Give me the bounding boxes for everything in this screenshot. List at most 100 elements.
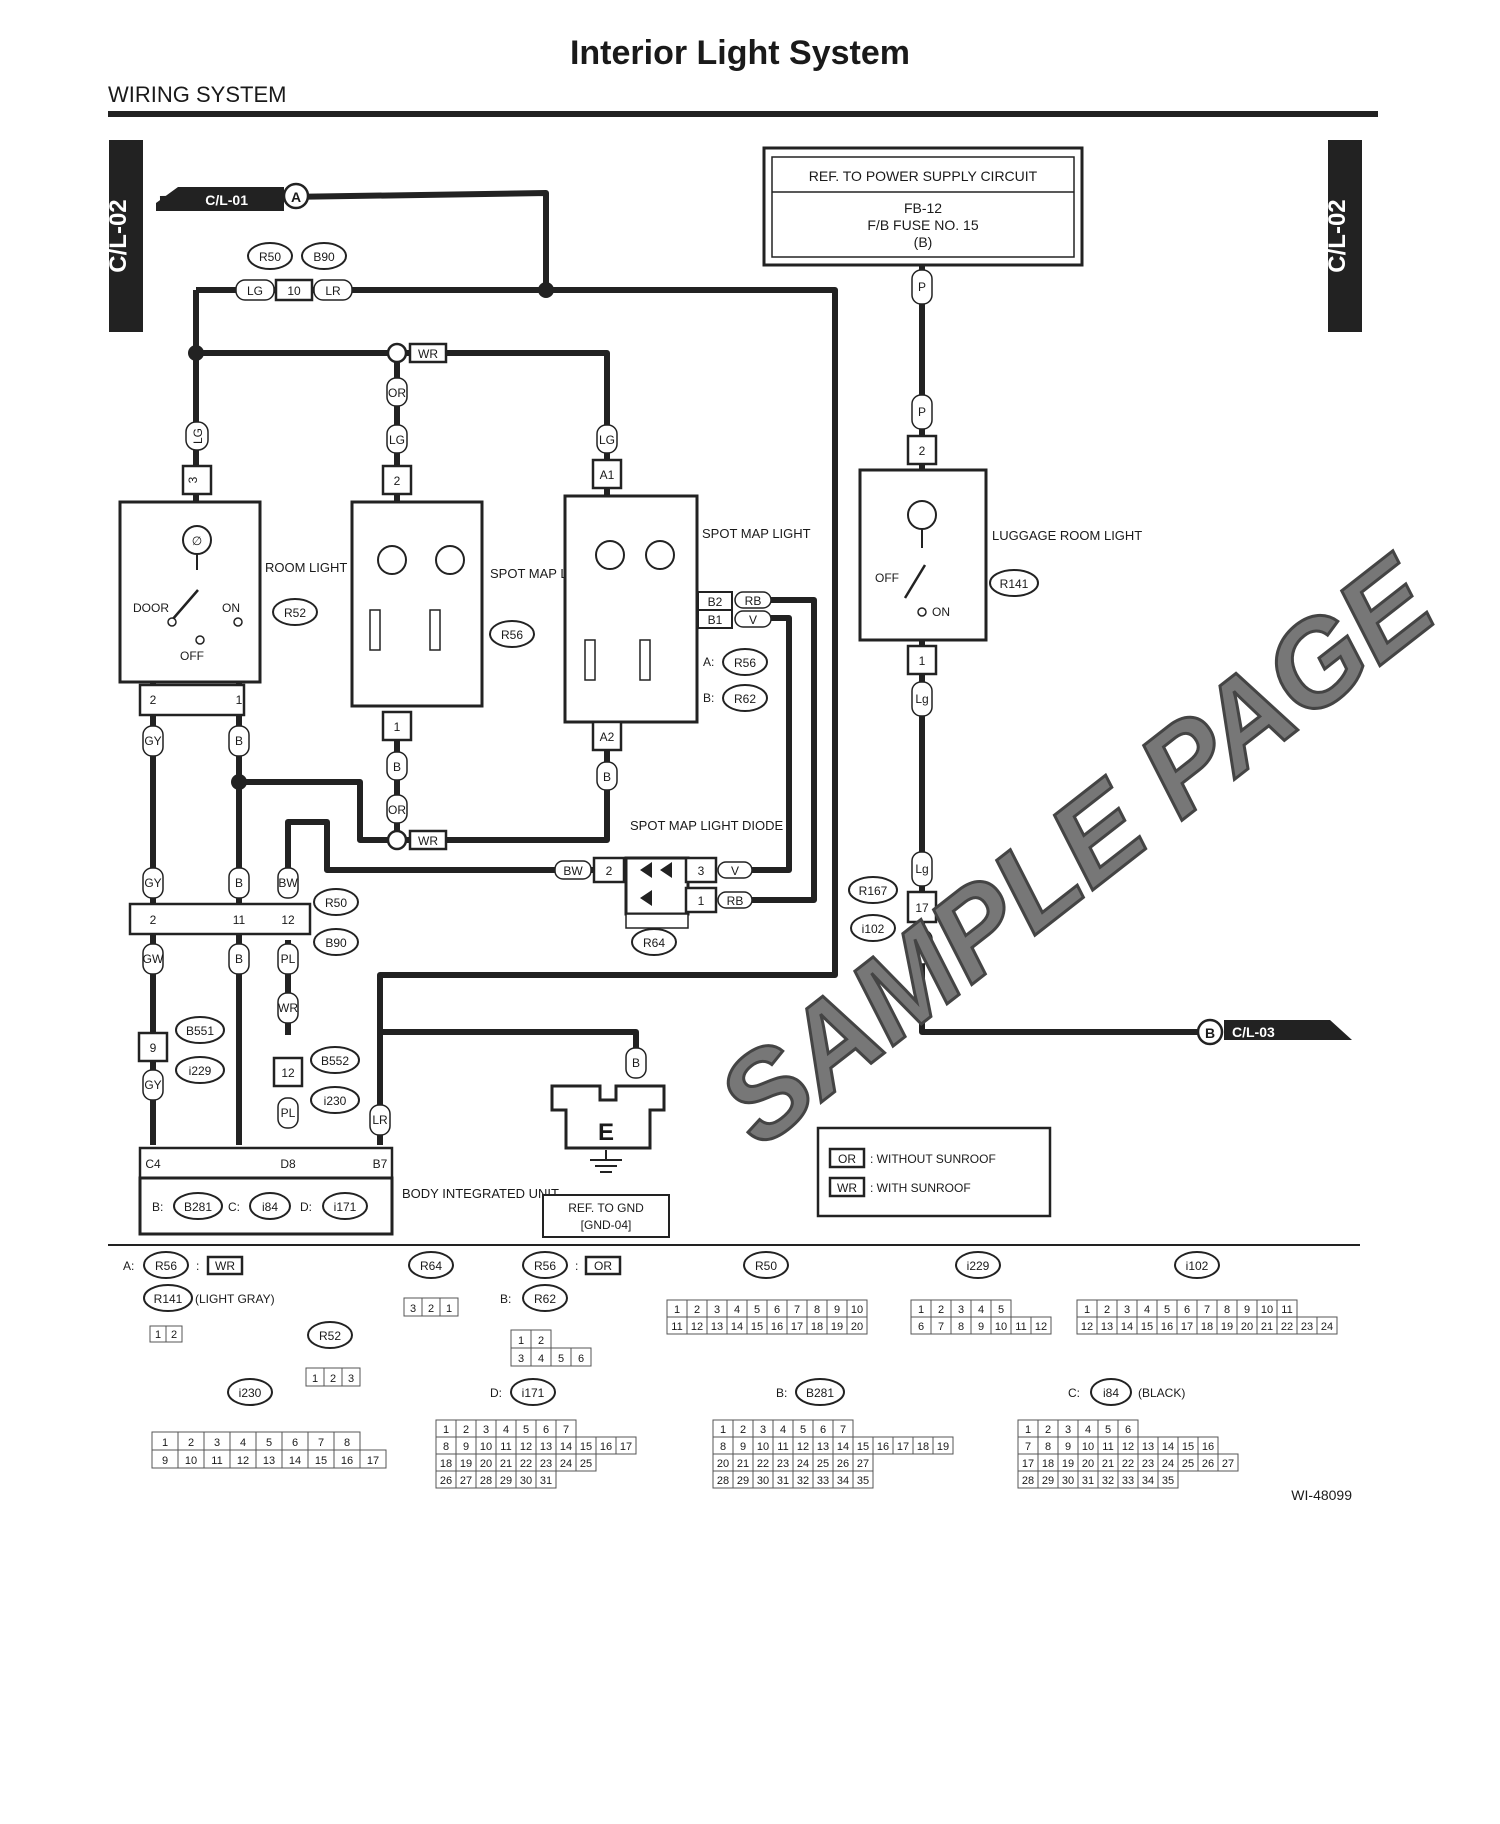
- svg-text:1: 1: [919, 654, 926, 668]
- pin-number: 28: [717, 1475, 729, 1487]
- pin-number: 5: [998, 1304, 1004, 1316]
- svg-text:B: B: [235, 734, 243, 748]
- pin-number: 13: [711, 1321, 723, 1333]
- pin-number: 12: [1035, 1321, 1047, 1333]
- pin-number: 12: [691, 1321, 703, 1333]
- pin-number: 1: [446, 1303, 452, 1315]
- svg-text:RB: RB: [727, 894, 744, 908]
- pin-cell: [846, 1316, 868, 1335]
- pin-number: 3: [958, 1304, 964, 1316]
- pin-number: 33: [1122, 1475, 1134, 1487]
- room-wire-tags: GY B: [142, 725, 250, 757]
- ref-cl01[interactable]: C/L-01 A: [156, 182, 310, 211]
- pin-number: 4: [1144, 1304, 1150, 1316]
- pin-number: 16: [600, 1441, 612, 1453]
- pin-number: 25: [1182, 1458, 1194, 1470]
- pin-number: 10: [995, 1321, 1007, 1333]
- svg-text:OR: OR: [594, 1259, 612, 1273]
- svg-text:LUGGAGE ROOM LIGHT: LUGGAGE ROOM LIGHT: [992, 528, 1142, 543]
- pin-number: 6: [774, 1304, 780, 1316]
- svg-text:A:: A:: [703, 655, 714, 669]
- pin-number: 27: [460, 1475, 472, 1487]
- svg-text:B1: B1: [708, 613, 723, 627]
- svg-text:C:: C:: [1068, 1386, 1080, 1400]
- svg-text:R62: R62: [734, 692, 756, 706]
- svg-text:B:: B:: [500, 1292, 511, 1306]
- svg-text:B: B: [603, 770, 611, 784]
- svg-text:(B): (B): [914, 234, 933, 250]
- svg-text:B: B: [235, 952, 243, 966]
- ref-cl03[interactable]: B C/L-03: [1196, 1018, 1352, 1046]
- svg-text::: :: [575, 1259, 578, 1273]
- svg-text:B: B: [393, 760, 401, 774]
- pin-number: 4: [780, 1424, 786, 1436]
- pin-number: 15: [751, 1321, 763, 1333]
- pin-number: 1: [155, 1329, 161, 1341]
- svg-text:R50: R50: [259, 250, 281, 264]
- pin-number: 20: [1082, 1458, 1094, 1470]
- pin-number: 1: [1084, 1304, 1090, 1316]
- pin-number: 15: [315, 1455, 327, 1467]
- pin-number: 17: [791, 1321, 803, 1333]
- pin-cell: [1316, 1316, 1338, 1335]
- pin-number: 10: [757, 1441, 769, 1453]
- pin-number: 2: [171, 1329, 177, 1341]
- pin-cell: [359, 1449, 387, 1469]
- svg-text:A2: A2: [600, 730, 615, 744]
- svg-text:2: 2: [394, 474, 401, 488]
- page-title: Interior Light System: [570, 34, 910, 72]
- watermark: SAMPLE PAGE: [694, 530, 1461, 1170]
- pin-number: 9: [740, 1441, 746, 1453]
- pin-number: 35: [1162, 1475, 1174, 1487]
- pin-number: 9: [978, 1321, 984, 1333]
- side-tab-right: C/L-02: [1324, 140, 1362, 332]
- pin-number: 19: [1221, 1321, 1233, 1333]
- svg-text:BW: BW: [278, 876, 298, 890]
- svg-text:OR: OR: [388, 386, 406, 400]
- svg-text:∅: ∅: [192, 534, 202, 548]
- pin-number: 4: [1085, 1424, 1091, 1436]
- pin-number: 2: [1045, 1424, 1051, 1436]
- pin-number: 1: [162, 1437, 168, 1449]
- pin-number: 5: [1164, 1304, 1170, 1316]
- pin-number: 8: [720, 1441, 726, 1453]
- svg-text:9: 9: [150, 1041, 157, 1055]
- svg-text:12: 12: [281, 913, 295, 927]
- svg-text:R56: R56: [501, 628, 523, 642]
- svg-text:REF. TO POWER SUPPLY CIRCUIT: REF. TO POWER SUPPLY CIRCUIT: [809, 168, 1038, 184]
- pin-number: 25: [580, 1458, 592, 1470]
- pin-number: 20: [1241, 1321, 1253, 1333]
- pin-cell: [439, 1297, 459, 1317]
- pin-number: 9: [1244, 1304, 1250, 1316]
- svg-text:R56: R56: [534, 1259, 556, 1273]
- svg-text:GY: GY: [144, 734, 161, 748]
- svg-text:R52: R52: [319, 1329, 341, 1343]
- lr-tag: LR: [369, 1104, 391, 1136]
- pin-number: 19: [937, 1441, 949, 1453]
- pin-number: 28: [480, 1475, 492, 1487]
- pin-number: 10: [480, 1441, 492, 1453]
- svg-text:OR: OR: [838, 1152, 856, 1166]
- svg-text:B7: B7: [373, 1157, 388, 1171]
- pin-number: 12: [1081, 1321, 1093, 1333]
- pin-cell: [535, 1470, 557, 1489]
- svg-text:WR: WR: [215, 1259, 235, 1273]
- pin-number: 17: [367, 1455, 379, 1467]
- svg-text:(LIGHT GRAY): (LIGHT GRAY): [195, 1292, 275, 1306]
- pin-number: 23: [777, 1458, 789, 1470]
- pin-number: 6: [918, 1321, 924, 1333]
- svg-text:B: B: [235, 876, 243, 890]
- pin-number: 27: [1222, 1458, 1234, 1470]
- pin-number: 1: [1025, 1424, 1031, 1436]
- section-label: WIRING SYSTEM: [108, 82, 286, 107]
- pin-number: 16: [877, 1441, 889, 1453]
- svg-text:1: 1: [698, 894, 705, 908]
- svg-text:R64: R64: [643, 936, 665, 950]
- luggage-room-light: P P 2 OFF ON LUGGAGE ROOM LIGHT R141 1 L…: [858, 269, 1142, 717]
- pin-number: 11: [777, 1441, 788, 1453]
- pin-number: 7: [938, 1321, 944, 1333]
- pin-number: 11: [1015, 1321, 1026, 1333]
- svg-text:: WITHOUT SUNROOF: : WITHOUT SUNROOF: [870, 1152, 996, 1166]
- pin-number: 23: [540, 1458, 552, 1470]
